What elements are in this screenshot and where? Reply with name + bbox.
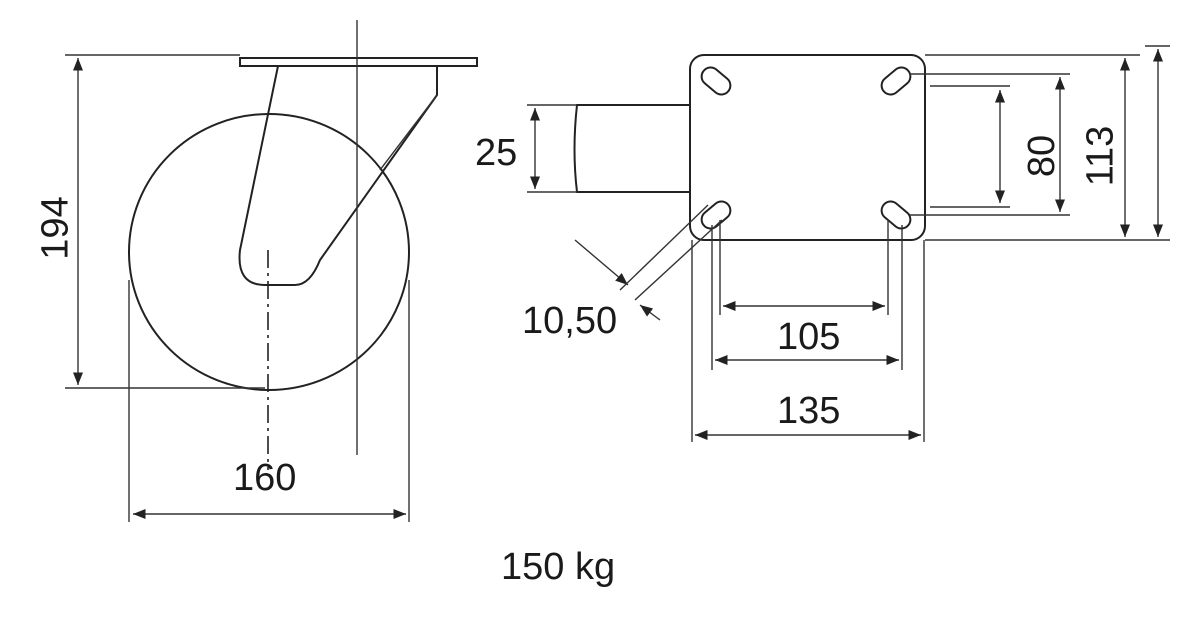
mounting-plate <box>689 54 926 241</box>
mounting-holes <box>700 66 912 230</box>
fork <box>238 65 438 286</box>
hole-spacing-y-label: 80 <box>1021 134 1064 178</box>
wheel-diameter-label: 160 <box>233 457 297 499</box>
load-capacity-label: 150 kg <box>501 546 616 588</box>
plate-length-label: 113 <box>1079 125 1122 187</box>
stem <box>573 104 691 193</box>
hole-size-label: 10,50 <box>522 300 618 342</box>
side-view <box>65 20 478 522</box>
top-plate <box>239 57 478 67</box>
hole-spacing-x-label: 105 <box>777 316 841 358</box>
stem-width-label: 25 <box>475 132 518 174</box>
height-label: 194 <box>34 196 77 260</box>
wheel <box>128 113 410 391</box>
plate-width-label: 135 <box>777 390 841 432</box>
plate-view <box>527 45 1170 442</box>
